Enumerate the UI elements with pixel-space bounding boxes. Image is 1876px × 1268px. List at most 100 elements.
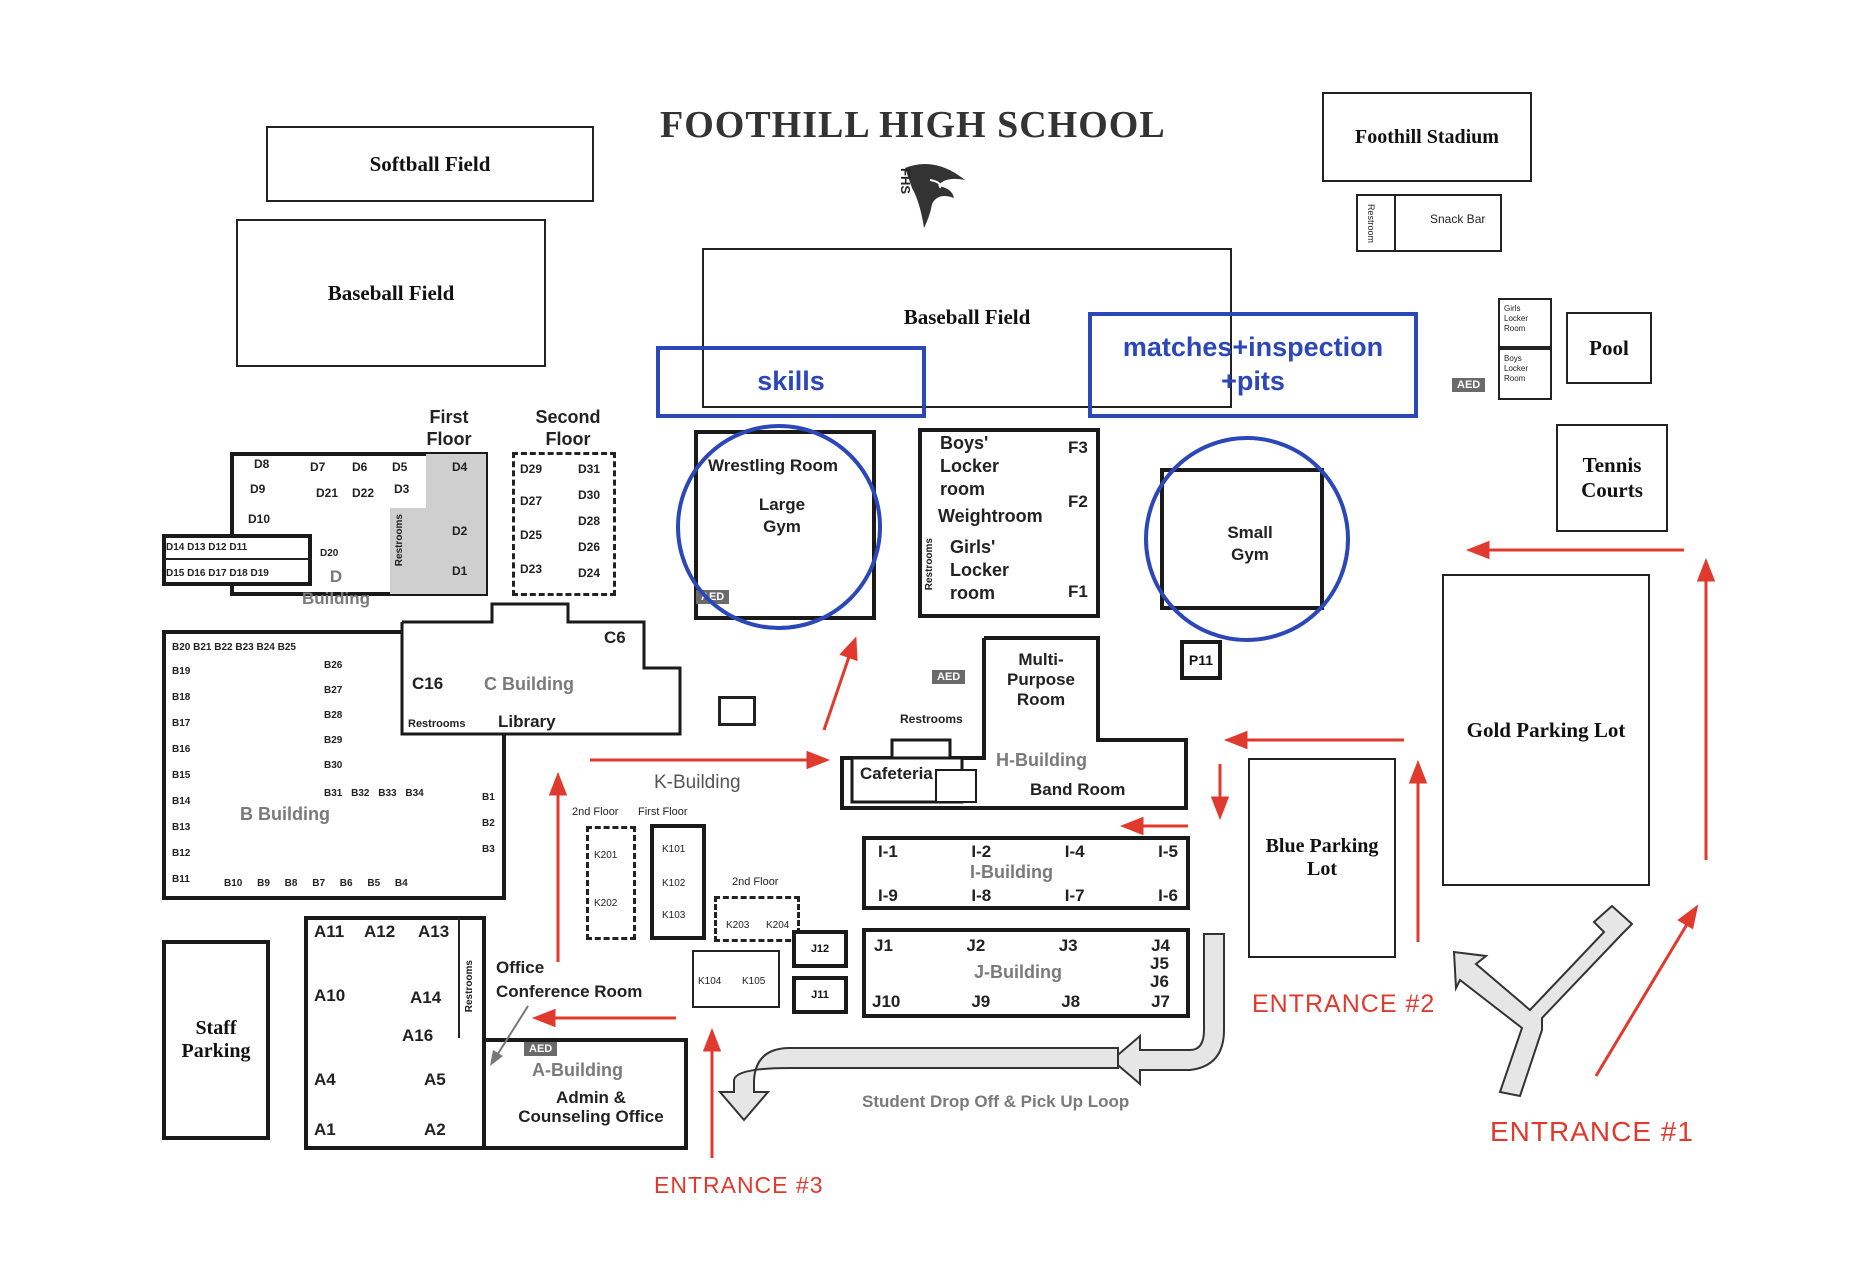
h-building (840, 636, 1190, 812)
office-label: Office (496, 958, 545, 977)
entrance-3-label: ENTRANCE #3 (654, 1172, 824, 1198)
k-2nd-floor-label-b: 2nd Floor (732, 876, 779, 888)
room-k202: K202 (594, 898, 618, 909)
room-a2: A2 (424, 1120, 446, 1139)
room-d26: D26 (578, 540, 601, 554)
room-a10: A10 (314, 986, 346, 1005)
boys-locker-small: Boys Locker Room (1498, 348, 1552, 400)
room-d9: D9 (250, 482, 266, 496)
room-d20: D20 (320, 548, 339, 559)
room-c16: C16 (412, 674, 444, 693)
band-room: Band Room (1030, 780, 1126, 799)
room-d2: D2 (452, 524, 468, 538)
room-d7: D7 (310, 460, 326, 474)
room-a11: A11 (314, 922, 345, 941)
room-d1: D1 (452, 564, 468, 578)
locker-building (918, 428, 1100, 618)
snack-bar: Restroom Snack Bar (1356, 194, 1502, 252)
room-d30: D30 (578, 488, 601, 502)
room-d25: D25 (520, 528, 543, 542)
j-building-name: J-Building (974, 962, 1062, 982)
room-d3: D3 (394, 482, 410, 496)
c-building-name: C Building (484, 674, 574, 694)
room-k201: K201 (594, 850, 618, 861)
softball-field: Softball Field (266, 126, 594, 202)
k-2nd-floor-annex (714, 896, 800, 942)
matches-label: matches+inspection +pits (1088, 312, 1418, 418)
room-p11: P11 (1180, 640, 1222, 680)
room-f3: F3 (1068, 438, 1088, 457)
boys-locker-room: Boys' Locker room (940, 433, 1000, 499)
room-a16: A16 (402, 1026, 434, 1045)
b-far-right: B1 B2 B3 (482, 792, 495, 855)
room-c6: C6 (604, 628, 626, 647)
room-f1: F1 (1068, 582, 1088, 601)
blue-parking-lot: Blue Parking Lot (1248, 758, 1396, 958)
a-building-rooms (304, 916, 486, 1150)
baseball-field-center: Baseball Field (702, 248, 1232, 408)
i-building-name: I-Building (970, 862, 1053, 882)
room-j5: J5 (1150, 954, 1169, 973)
small-structure (718, 696, 756, 726)
j-bottom-row: J10 J9 J8 J7 (872, 992, 1170, 1011)
a-building-name: A-Building (532, 1060, 623, 1080)
tennis-courts: Tennis Courts (1556, 424, 1668, 532)
aed-badge-a: AED (524, 1042, 558, 1056)
weightroom: Weightroom (938, 506, 1043, 526)
baseball-field-left: Baseball Field (236, 219, 546, 367)
b-bottom-row: B10 B9 B8 B7 B6 B5 B4 (224, 878, 408, 889)
skills-circle (676, 424, 882, 630)
pool: Pool (1566, 312, 1652, 384)
d-row-2: D15 D16 D17 D18 D19 (166, 568, 269, 579)
b-right-column: B26 B27 B28 B29 B30 (324, 660, 343, 771)
room-d27: D27 (520, 494, 543, 508)
aed-badge-h: AED (932, 670, 966, 684)
j-top-row: J1 J2 J3 J4 (874, 936, 1170, 955)
d-first-floor-label: First Floor (426, 407, 472, 449)
room-d4: D4 (452, 460, 468, 474)
admin-counseling-office: Admin & Counseling Office (518, 1088, 664, 1126)
girls-locker-small: Girls Locker Room (1498, 298, 1552, 348)
i-building (862, 836, 1190, 910)
k-annex-lower (692, 950, 780, 1008)
room-a5: A5 (424, 1070, 446, 1089)
room-d21: D21 (316, 486, 339, 500)
gold-parking-lot: Gold Parking Lot (1442, 574, 1650, 886)
room-d23: D23 (520, 562, 543, 576)
room-j12: J12 (792, 930, 848, 968)
foothill-stadium: Foothill Stadium (1322, 92, 1532, 182)
page-title: FOOTHILL HIGH SCHOOL (660, 104, 1166, 146)
b-mid-row: B31 B32 B33 B34 (324, 788, 424, 799)
k-2nd-floor-wing (586, 826, 636, 940)
room-a14: A14 (410, 988, 442, 1007)
k-first-floor-wing (650, 824, 706, 940)
matches-circle (1144, 436, 1350, 642)
room-k101: K101 (662, 844, 686, 855)
d-second-floor (512, 452, 616, 596)
room-j6: J6 (1150, 972, 1169, 991)
room-d5: D5 (392, 460, 408, 474)
room-d29: D29 (520, 462, 543, 476)
room-d6: D6 (352, 460, 368, 474)
a-building-office (482, 1038, 688, 1150)
b-top-row: B20 B21 B22 B23 B24 B25 (172, 642, 296, 653)
d-row-1: D14 D13 D12 D11 (166, 542, 248, 553)
entrance-1-label: ENTRANCE #1 (1490, 1116, 1694, 1147)
room-k102: K102 (662, 878, 686, 889)
drop-off-loop-label: Student Drop Off & Pick Up Loop (862, 1092, 1130, 1111)
i-bottom-row: I-9 I-8 I-7 I-6 (878, 886, 1178, 905)
falcon-logo-icon: FHS (890, 158, 970, 230)
room-d24: D24 (578, 566, 601, 580)
k-building-name: K-Building (654, 772, 741, 793)
j-building (862, 928, 1190, 1018)
c-restrooms: Restrooms (408, 718, 466, 730)
skills-label: skills (656, 346, 926, 418)
room-a1: A1 (314, 1120, 336, 1139)
room-j11: J11 (792, 976, 848, 1014)
room-d8: D8 (254, 457, 270, 471)
entrance-2-label: ENTRANCE #2 (1252, 990, 1436, 1018)
i-top-row: I-1 I-2 I-4 I-5 (878, 842, 1178, 861)
h-restrooms: Restrooms (900, 712, 963, 726)
h-building-name: H-Building (996, 750, 1087, 770)
